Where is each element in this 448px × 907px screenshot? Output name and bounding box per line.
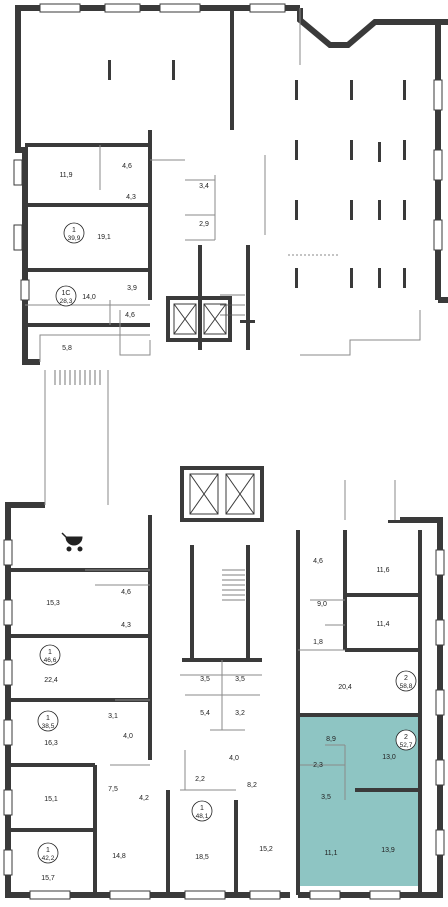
- apartment-area: 52,7: [400, 742, 413, 749]
- room-area-labels: 11,9 4,6 4,3 19,1 3,4 2,9 14,0 3,9 4,6 5…: [41, 163, 396, 882]
- apartment-badge: [39, 644, 61, 666]
- room-area: 13,9: [381, 847, 395, 854]
- room-area: 3,5: [235, 676, 245, 683]
- room-area: 2,9: [199, 221, 209, 228]
- elevator-icon: [173, 303, 255, 515]
- room-area: 4,0: [229, 755, 239, 762]
- room-area: 14,8: [112, 853, 126, 860]
- apartment-badge: [395, 729, 417, 751]
- room-area: 2,2: [195, 776, 205, 783]
- room-area: 14,0: [82, 294, 96, 301]
- room-area: 4,6: [125, 312, 135, 319]
- room-area: 11,9: [59, 172, 72, 179]
- apartment-rooms: 1: [72, 227, 76, 234]
- stroller-icon: [61, 532, 83, 552]
- apartment-area: 48,1: [196, 813, 209, 820]
- apartment-area: 28,3: [60, 298, 73, 305]
- apartment-rooms: 1: [46, 715, 50, 722]
- room-area: 4,3: [126, 194, 136, 201]
- apartment-area: 39,9: [68, 235, 81, 242]
- apartment-rooms: 2: [404, 734, 408, 741]
- room-area: 1,8: [313, 639, 323, 646]
- room-area: 4,6: [122, 163, 132, 170]
- room-area: 9,0: [317, 601, 327, 608]
- room-area: 15,1: [44, 796, 58, 803]
- apartment-badge: [191, 800, 213, 822]
- room-area: 11,4: [376, 621, 389, 628]
- apartment-badge: [37, 842, 59, 864]
- room-area: 15,2: [259, 846, 273, 853]
- room-area: 5,4: [200, 710, 210, 717]
- apartment-rooms: 1: [48, 649, 52, 656]
- room-area: 2,3: [313, 762, 323, 769]
- room-area: 18,5: [195, 854, 209, 861]
- room-area: 16,3: [44, 740, 58, 747]
- room-area: 8,9: [326, 736, 336, 743]
- room-area: 3,1: [108, 713, 118, 720]
- room-area: 3,2: [235, 710, 245, 717]
- room-area: 20,4: [338, 684, 352, 691]
- columns: [108, 60, 413, 523]
- room-area: 15,7: [41, 875, 55, 882]
- room-area: 4,2: [139, 795, 149, 802]
- apartment-rooms: 1C: [62, 290, 71, 297]
- room-area: 4,6: [121, 589, 131, 596]
- room-area: 8,2: [247, 782, 257, 789]
- thin-partitions: [25, 8, 421, 800]
- room-area: 13,0: [382, 754, 396, 761]
- apartment-area: 58,8: [400, 683, 413, 690]
- apartment-area: 46,6: [44, 657, 57, 664]
- apartment-badge: [55, 285, 77, 307]
- apartment-badge: [395, 670, 417, 692]
- apartment-area: 42,2: [42, 855, 55, 862]
- apartment-badge: [63, 222, 85, 244]
- room-area: 3,5: [200, 676, 210, 683]
- room-area: 3,5: [321, 794, 331, 801]
- apartment-badges: [37, 222, 417, 864]
- room-area: 4,6: [313, 558, 323, 565]
- room-area: 3,9: [127, 285, 137, 292]
- room-area: 5,8: [62, 345, 72, 352]
- apartment-area: 38,5: [42, 723, 55, 730]
- apartment-rooms: 2: [404, 675, 408, 682]
- room-area: 11,6: [376, 567, 389, 574]
- room-area: 19,1: [97, 234, 111, 241]
- windows: [3, 3, 445, 900]
- apartment-rooms: 1: [200, 805, 204, 812]
- room-area: 3,4: [199, 183, 209, 190]
- interior-walls: [8, 8, 422, 895]
- room-area: 22,4: [44, 677, 58, 684]
- room-area: 4,3: [121, 622, 131, 629]
- room-area: 15,3: [46, 600, 60, 607]
- apartment-rooms: 1: [46, 847, 50, 854]
- room-area: 4,0: [123, 733, 133, 740]
- room-area: 11,1: [324, 850, 337, 857]
- apartment-badge: [37, 710, 59, 732]
- room-area: 7,5: [108, 786, 118, 793]
- stairs-icon: [54, 294, 245, 601]
- apartment-labels: 1 39,9 1C 28,3 1 46,6 1 38,5 1 42,2 1 48…: [42, 227, 413, 862]
